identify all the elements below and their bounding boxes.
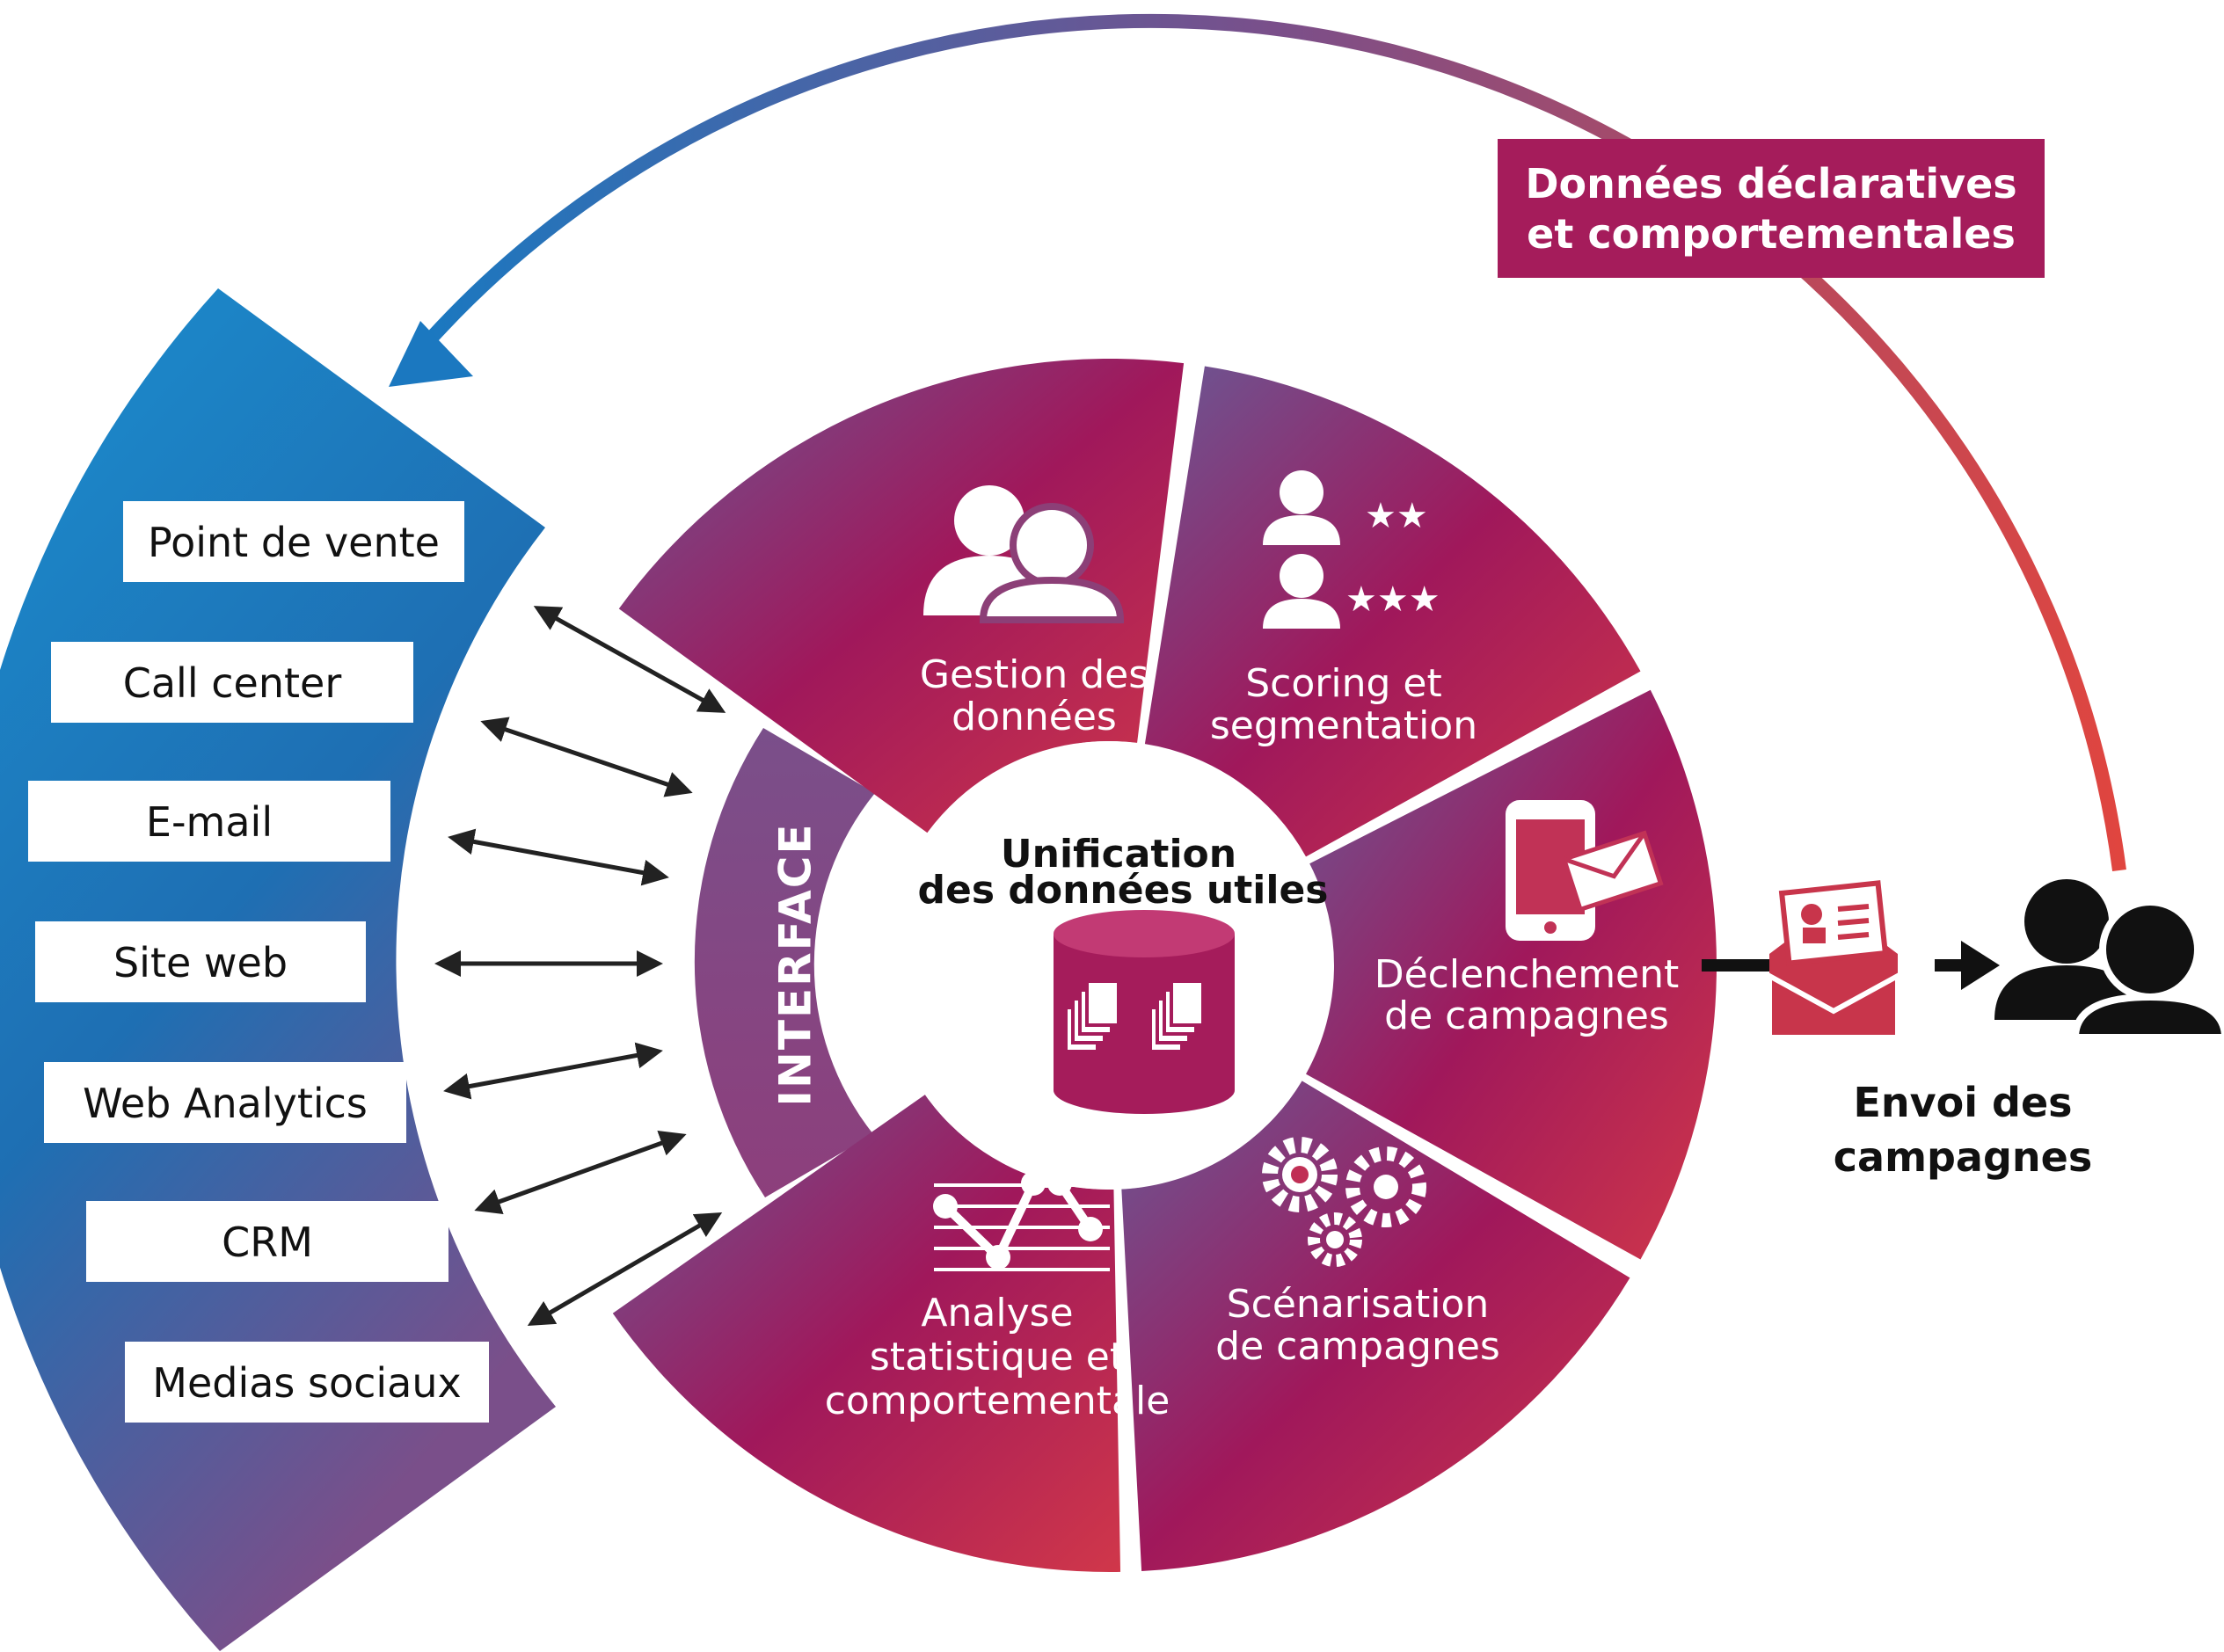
segment-label: données — [952, 695, 1117, 739]
wheel-segment-gestion — [618, 359, 1185, 834]
segment-scoring: ★★ ★★★ Scoring et segmentation — [1210, 470, 1477, 748]
svg-text:★★: ★★ — [1365, 496, 1428, 536]
segment-label: Gestion des — [920, 652, 1148, 697]
send-flow: Envoi des campagnes — [1702, 879, 2224, 1181]
database-icon — [1054, 910, 1235, 1114]
double-arrow — [480, 717, 693, 797]
segment-gestion: Gestion des données — [920, 485, 1148, 739]
segment-label: Déclenchement — [1375, 952, 1680, 997]
double-arrow — [443, 1042, 663, 1100]
source-email[interactable]: E-mail — [28, 781, 390, 862]
source-label: E-mail — [146, 798, 273, 846]
segment-label: segmentation — [1210, 703, 1477, 748]
source-crm[interactable]: CRM — [86, 1201, 448, 1282]
feedback-arrowhead — [389, 321, 473, 387]
source-site-web[interactable]: Site web — [35, 921, 366, 1002]
double-arrow — [474, 1131, 687, 1214]
recipients-users-icon — [1994, 879, 2224, 1041]
segment-label: Scoring et — [1245, 661, 1441, 706]
segment-label: statistique et — [870, 1335, 1125, 1379]
source-label: Site web — [113, 939, 288, 986]
double-arrow — [533, 606, 726, 713]
center-hub: Unification des données utiles — [884, 741, 1332, 1190]
segment-label: de campagnes — [1384, 993, 1669, 1038]
source-point-de-vente[interactable]: Point de vente — [123, 501, 464, 582]
segment-label: Scénarisation — [1227, 1282, 1490, 1327]
source-label: Web Analytics — [83, 1080, 368, 1127]
send-label-line1: Envoi des — [1853, 1079, 2072, 1126]
phone-mail-icon — [1506, 800, 1664, 941]
wheel-segment-analyse — [612, 1094, 1121, 1572]
segment-declenchement: Déclenchement de campagnes — [1375, 800, 1680, 1038]
source-label: Call center — [123, 659, 342, 707]
wheel-segment-scoring — [1144, 366, 1641, 857]
feedback-label-box: Données déclaratives et comportementales — [1498, 139, 2045, 278]
source-call-center[interactable]: Call center — [51, 642, 413, 723]
source-label: Medias sociaux — [152, 1359, 462, 1407]
wheel-segment-scenarisation — [1121, 1081, 1630, 1572]
double-arrow — [448, 828, 669, 886]
interface-label: INTERFACE — [770, 822, 821, 1106]
feedback-arc — [426, 13, 2126, 872]
segment-label: Analyse — [921, 1291, 1073, 1335]
envelope-card-icon — [1767, 880, 1900, 1040]
users-icon — [923, 485, 1125, 623]
segment-label: comportementale — [825, 1379, 1170, 1423]
segment-label: de campagnes — [1215, 1324, 1500, 1369]
sources-list: Point de vente Call center E-mail Site w… — [28, 501, 489, 1423]
source-web-analytics[interactable]: Web Analytics — [44, 1062, 406, 1143]
center-title-line2: des données utiles — [918, 868, 1329, 913]
gears-icon — [1262, 1137, 1426, 1267]
send-arrowhead — [1961, 941, 2000, 990]
source-label: Point de vente — [148, 519, 440, 566]
rated-users-icon: ★★ ★★★ — [1263, 470, 1440, 629]
center-title-line1: Unification — [1001, 832, 1236, 877]
wheel-segment-declenchement — [1306, 689, 1717, 1260]
interface-band: INTERFACE — [694, 728, 875, 1197]
line-graph-icon — [933, 1171, 1110, 1271]
segment-analyse: Analyse statistique et comportementale — [825, 1171, 1170, 1423]
segment-scenarisation: Scénarisation de campagnes — [1215, 1137, 1500, 1369]
send-label-line2: campagnes — [1834, 1133, 2092, 1181]
double-arrow — [527, 1212, 723, 1327]
process-wheel — [612, 359, 1717, 1572]
svg-text:★★★: ★★★ — [1345, 579, 1440, 620]
exchange-arrows — [434, 606, 726, 1327]
source-label: CRM — [222, 1219, 313, 1266]
feedback-label-line2: et comportementales — [1527, 210, 2016, 258]
feedback-label-line1: Données déclaratives — [1525, 160, 2016, 207]
source-medias-sociaux[interactable]: Medias sociaux — [125, 1342, 489, 1423]
